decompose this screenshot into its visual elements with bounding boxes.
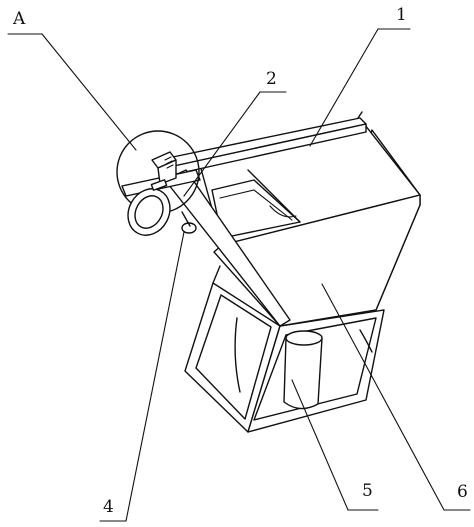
hopper-top-divider <box>247 169 301 223</box>
drum-right-curve <box>359 329 373 353</box>
callout-2: 2 <box>266 69 277 89</box>
drum-left-curve <box>234 317 241 393</box>
leader-4 <box>125 231 185 522</box>
leader-2 <box>183 91 261 197</box>
clamp-screw <box>164 156 174 169</box>
leader-lines <box>7 28 471 522</box>
frame-post-top-left <box>212 265 221 284</box>
callout-4: 4 <box>103 497 114 517</box>
ring-inner <box>134 195 164 229</box>
frame-left-panel-inner <box>195 294 272 420</box>
callout-1: 1 <box>396 5 407 25</box>
callout-6: 6 <box>457 482 468 502</box>
callout-5: 5 <box>362 481 373 501</box>
top-rail-end <box>357 111 363 119</box>
hopper-opening-inner <box>219 189 293 221</box>
pivot-link <box>181 211 191 227</box>
leader-6 <box>321 283 445 511</box>
drum-top <box>285 330 323 346</box>
detail-a <box>116 130 200 236</box>
leader-5 <box>291 379 349 511</box>
clamp-jaw <box>150 179 168 191</box>
drum <box>234 317 373 410</box>
leader-a <box>41 33 137 151</box>
callout-a: A <box>12 9 26 29</box>
leader-1 <box>309 28 379 147</box>
